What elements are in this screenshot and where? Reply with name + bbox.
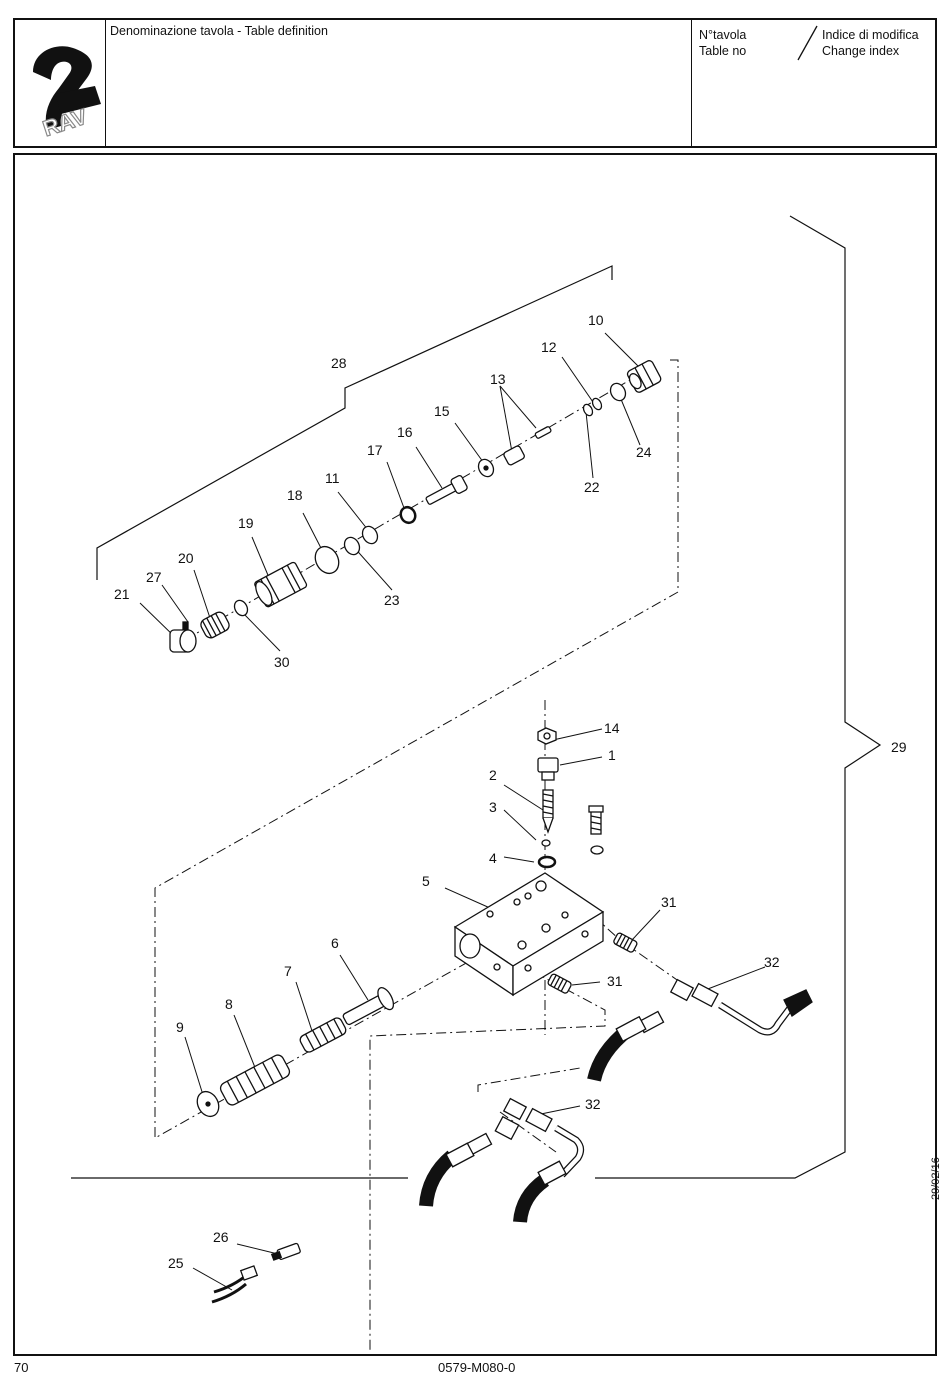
callout-22: 22: [584, 479, 600, 495]
callout-11: 11: [325, 470, 340, 486]
callout-31-lower: 31: [607, 973, 623, 989]
callout-13: 13: [490, 371, 506, 387]
change-index-label-it: Indice di modifica: [822, 27, 919, 43]
callout-15: 15: [434, 403, 450, 419]
page-number: 70: [14, 1360, 28, 1375]
callout-2: 2: [489, 767, 497, 783]
revision-date: 29/02/16: [930, 1157, 942, 1200]
divider: [105, 20, 106, 146]
callout-23: 23: [384, 592, 400, 608]
callout-25: 25: [168, 1255, 184, 1271]
callout-3: 3: [489, 799, 497, 815]
callout-14: 14: [604, 720, 620, 736]
lower-assembly: [193, 728, 812, 1302]
callout-19: 19: [238, 515, 254, 531]
callout-28: 28: [331, 355, 347, 371]
callout-16: 16: [397, 424, 413, 440]
callout-12: 12: [541, 339, 557, 355]
callout-17: 17: [367, 442, 383, 458]
callout-21: 21: [114, 586, 130, 602]
callout-29: 29: [891, 739, 907, 755]
callout-7: 7: [284, 963, 292, 979]
callout-5: 5: [422, 873, 430, 889]
callout-24: 24: [636, 444, 652, 460]
callout-10: 10: [588, 312, 604, 328]
logo-lettering: RAV: [40, 104, 91, 138]
callout-8: 8: [225, 996, 233, 1012]
callout-26: 26: [213, 1229, 229, 1245]
exploded-view-diagram: 1 2 3 4 5 6 7 8 9 10 11 12 13 14 15 16 1…: [13, 153, 937, 1356]
callout-30: 30: [274, 654, 290, 670]
title-block: RAV Denominazione tavola - Table definit…: [13, 18, 937, 148]
upper-assembly: [170, 359, 662, 652]
slash-divider: [795, 24, 819, 62]
callout-31-upper: 31: [661, 894, 677, 910]
callout-20: 20: [178, 550, 194, 566]
callout-27: 27: [146, 569, 162, 585]
rav-logo: RAV: [25, 34, 107, 138]
crop-mask: [907, 730, 935, 760]
callout-32-upper: 32: [764, 954, 780, 970]
document-code: 0579-M080-0: [438, 1360, 515, 1375]
callout-9: 9: [176, 1019, 184, 1035]
callout-6: 6: [331, 935, 339, 951]
divider: [691, 20, 692, 146]
callout-4: 4: [489, 850, 497, 866]
callout-1: 1: [608, 747, 616, 763]
bracket-28: [97, 266, 612, 580]
callout-18: 18: [287, 487, 303, 503]
change-index-label-en: Change index: [822, 43, 899, 59]
table-no-label-en: Table no: [699, 43, 746, 59]
callout-32-lower: 32: [585, 1096, 601, 1112]
table-no-label-it: N°tavola: [699, 27, 746, 43]
table-definition-label: Denominazione tavola - Table definition: [110, 23, 328, 39]
